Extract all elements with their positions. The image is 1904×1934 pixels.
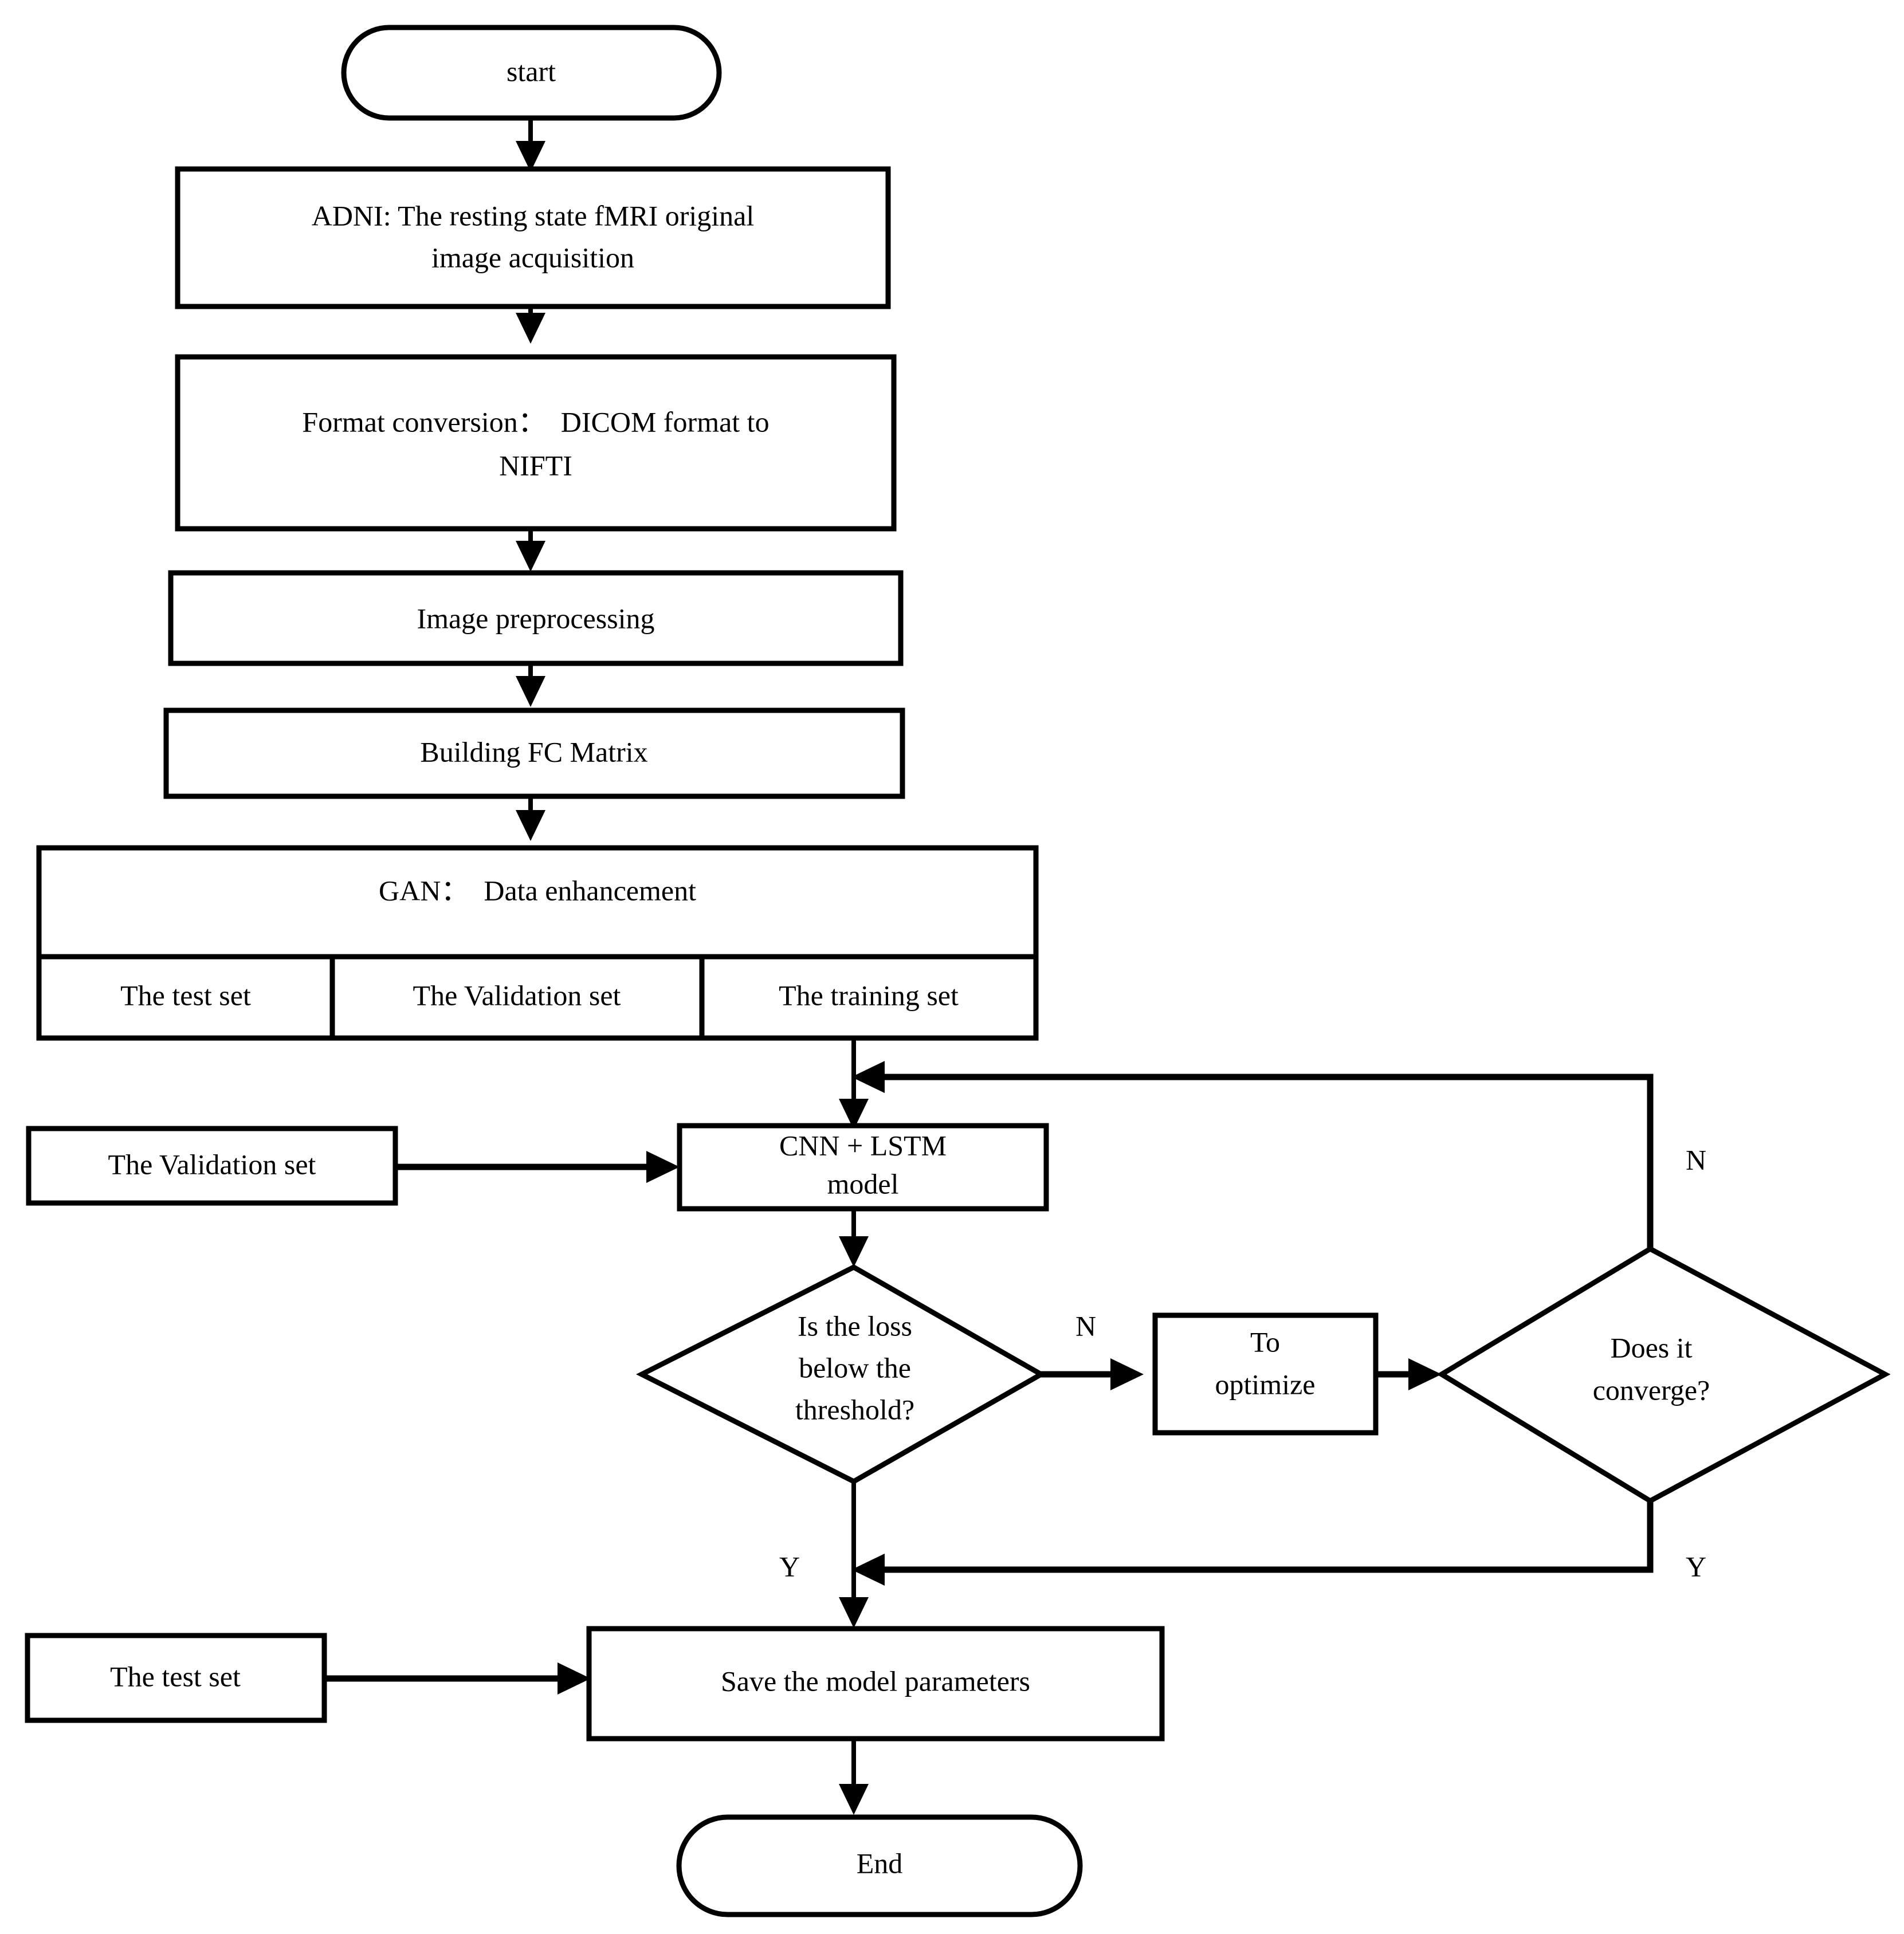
node-adni-label-line2: image acquisition xyxy=(431,241,634,273)
connector-trainingset-to-cnnlstm xyxy=(839,1038,869,1130)
node-start-label: start xyxy=(507,55,556,87)
node-start[interactable]: start xyxy=(341,25,722,121)
node-to-optimize[interactable]: To optimize xyxy=(1152,1312,1379,1436)
connector-testset-to-save xyxy=(324,1662,591,1695)
node-loss-decision[interactable]: Is the loss below the threshold? xyxy=(636,1264,1047,1485)
node-cnn-lstm[interactable]: CNN + LSTM model xyxy=(677,1123,1049,1212)
node-split-test[interactable]: The test set xyxy=(36,954,335,1041)
node-validation-input-label: The Validation set xyxy=(108,1148,316,1180)
node-building-fc-matrix[interactable]: Building FC Matrix xyxy=(163,707,905,799)
node-to-optimize-label-line2: optimize xyxy=(1215,1368,1316,1400)
node-gan[interactable]: GAN： Data enhancement xyxy=(36,845,1039,960)
connector-save-to-end xyxy=(839,1739,869,1815)
node-converge-decision-label-line1: Does it xyxy=(1610,1331,1692,1363)
node-image-preprocessing[interactable]: Image preprocessing xyxy=(168,570,904,666)
edge-label-converge-no: N xyxy=(1686,1143,1706,1176)
node-building-fc-matrix-label: Building FC Matrix xyxy=(420,736,647,768)
edge-label-converge-yes: Y xyxy=(1686,1550,1706,1582)
node-test-input-label: The test set xyxy=(110,1660,241,1692)
connector-converge-yes-to-save xyxy=(851,1501,1654,1586)
connector-loss-no-to-optimize xyxy=(1041,1358,1144,1390)
node-end[interactable]: End xyxy=(676,1814,1083,1917)
node-loss-decision-label-line3: threshold? xyxy=(795,1393,914,1425)
connector-cnnlstm-to-loss xyxy=(839,1209,869,1267)
node-split-validation[interactable]: The Validation set xyxy=(329,954,705,1041)
node-to-optimize-label-line1: To xyxy=(1250,1326,1280,1358)
connector-preprocessing-to-fcmatrix xyxy=(516,663,545,707)
node-format-conversion[interactable]: Format conversion： DICOM format to NIFTI xyxy=(175,354,897,532)
node-converge-decision[interactable]: Does it converge? xyxy=(1436,1245,1891,1504)
node-cnn-lstm-label-line2: model xyxy=(827,1168,899,1200)
edge-label-loss-yes: Y xyxy=(779,1550,800,1582)
node-test-input[interactable]: The test set xyxy=(25,1633,327,1723)
node-adni[interactable]: ADNI: The resting state fMRI original im… xyxy=(175,166,891,309)
connector-validationset-to-cnnlstm xyxy=(395,1151,680,1183)
node-format-conversion-label-line2: NIFTI xyxy=(499,449,572,481)
node-adni-label-line1: ADNI: The resting state fMRI original xyxy=(312,199,755,231)
connector-format-to-preprocessing xyxy=(516,528,545,572)
connector-fcmatrix-to-gan xyxy=(516,796,545,841)
node-save-model[interactable]: Save the model parameters xyxy=(586,1626,1165,1742)
connector-loss-yes-to-save xyxy=(839,1481,869,1628)
connector-optimize-to-converge xyxy=(1375,1358,1442,1390)
node-cnn-lstm-label-line1: CNN + LSTM xyxy=(779,1129,947,1161)
edge-label-loss-no: N xyxy=(1075,1310,1096,1342)
connector-adni-to-format xyxy=(516,305,545,344)
connector-start-to-adni xyxy=(516,117,545,172)
node-split-test-label: The test set xyxy=(120,979,251,1011)
node-gan-label: GAN： Data enhancement xyxy=(379,874,696,906)
node-save-model-label: Save the model parameters xyxy=(721,1665,1030,1697)
node-validation-input[interactable]: The Validation set xyxy=(26,1126,398,1206)
node-split-training-label: The training set xyxy=(779,979,959,1011)
node-split-validation-label: The Validation set xyxy=(413,979,621,1011)
node-loss-decision-label-line2: below the xyxy=(799,1351,911,1383)
node-split-training[interactable]: The training set xyxy=(699,954,1039,1041)
node-loss-decision-label-line1: Is the loss xyxy=(798,1310,912,1342)
node-end-label: End xyxy=(857,1847,903,1879)
node-image-preprocessing-label: Image preprocessing xyxy=(417,602,654,634)
node-converge-decision-label-line2: converge? xyxy=(1593,1374,1710,1406)
node-format-conversion-label-line1: Format conversion： DICOM format to xyxy=(302,406,769,438)
connector-converge-no-feedback xyxy=(851,1061,1654,1249)
